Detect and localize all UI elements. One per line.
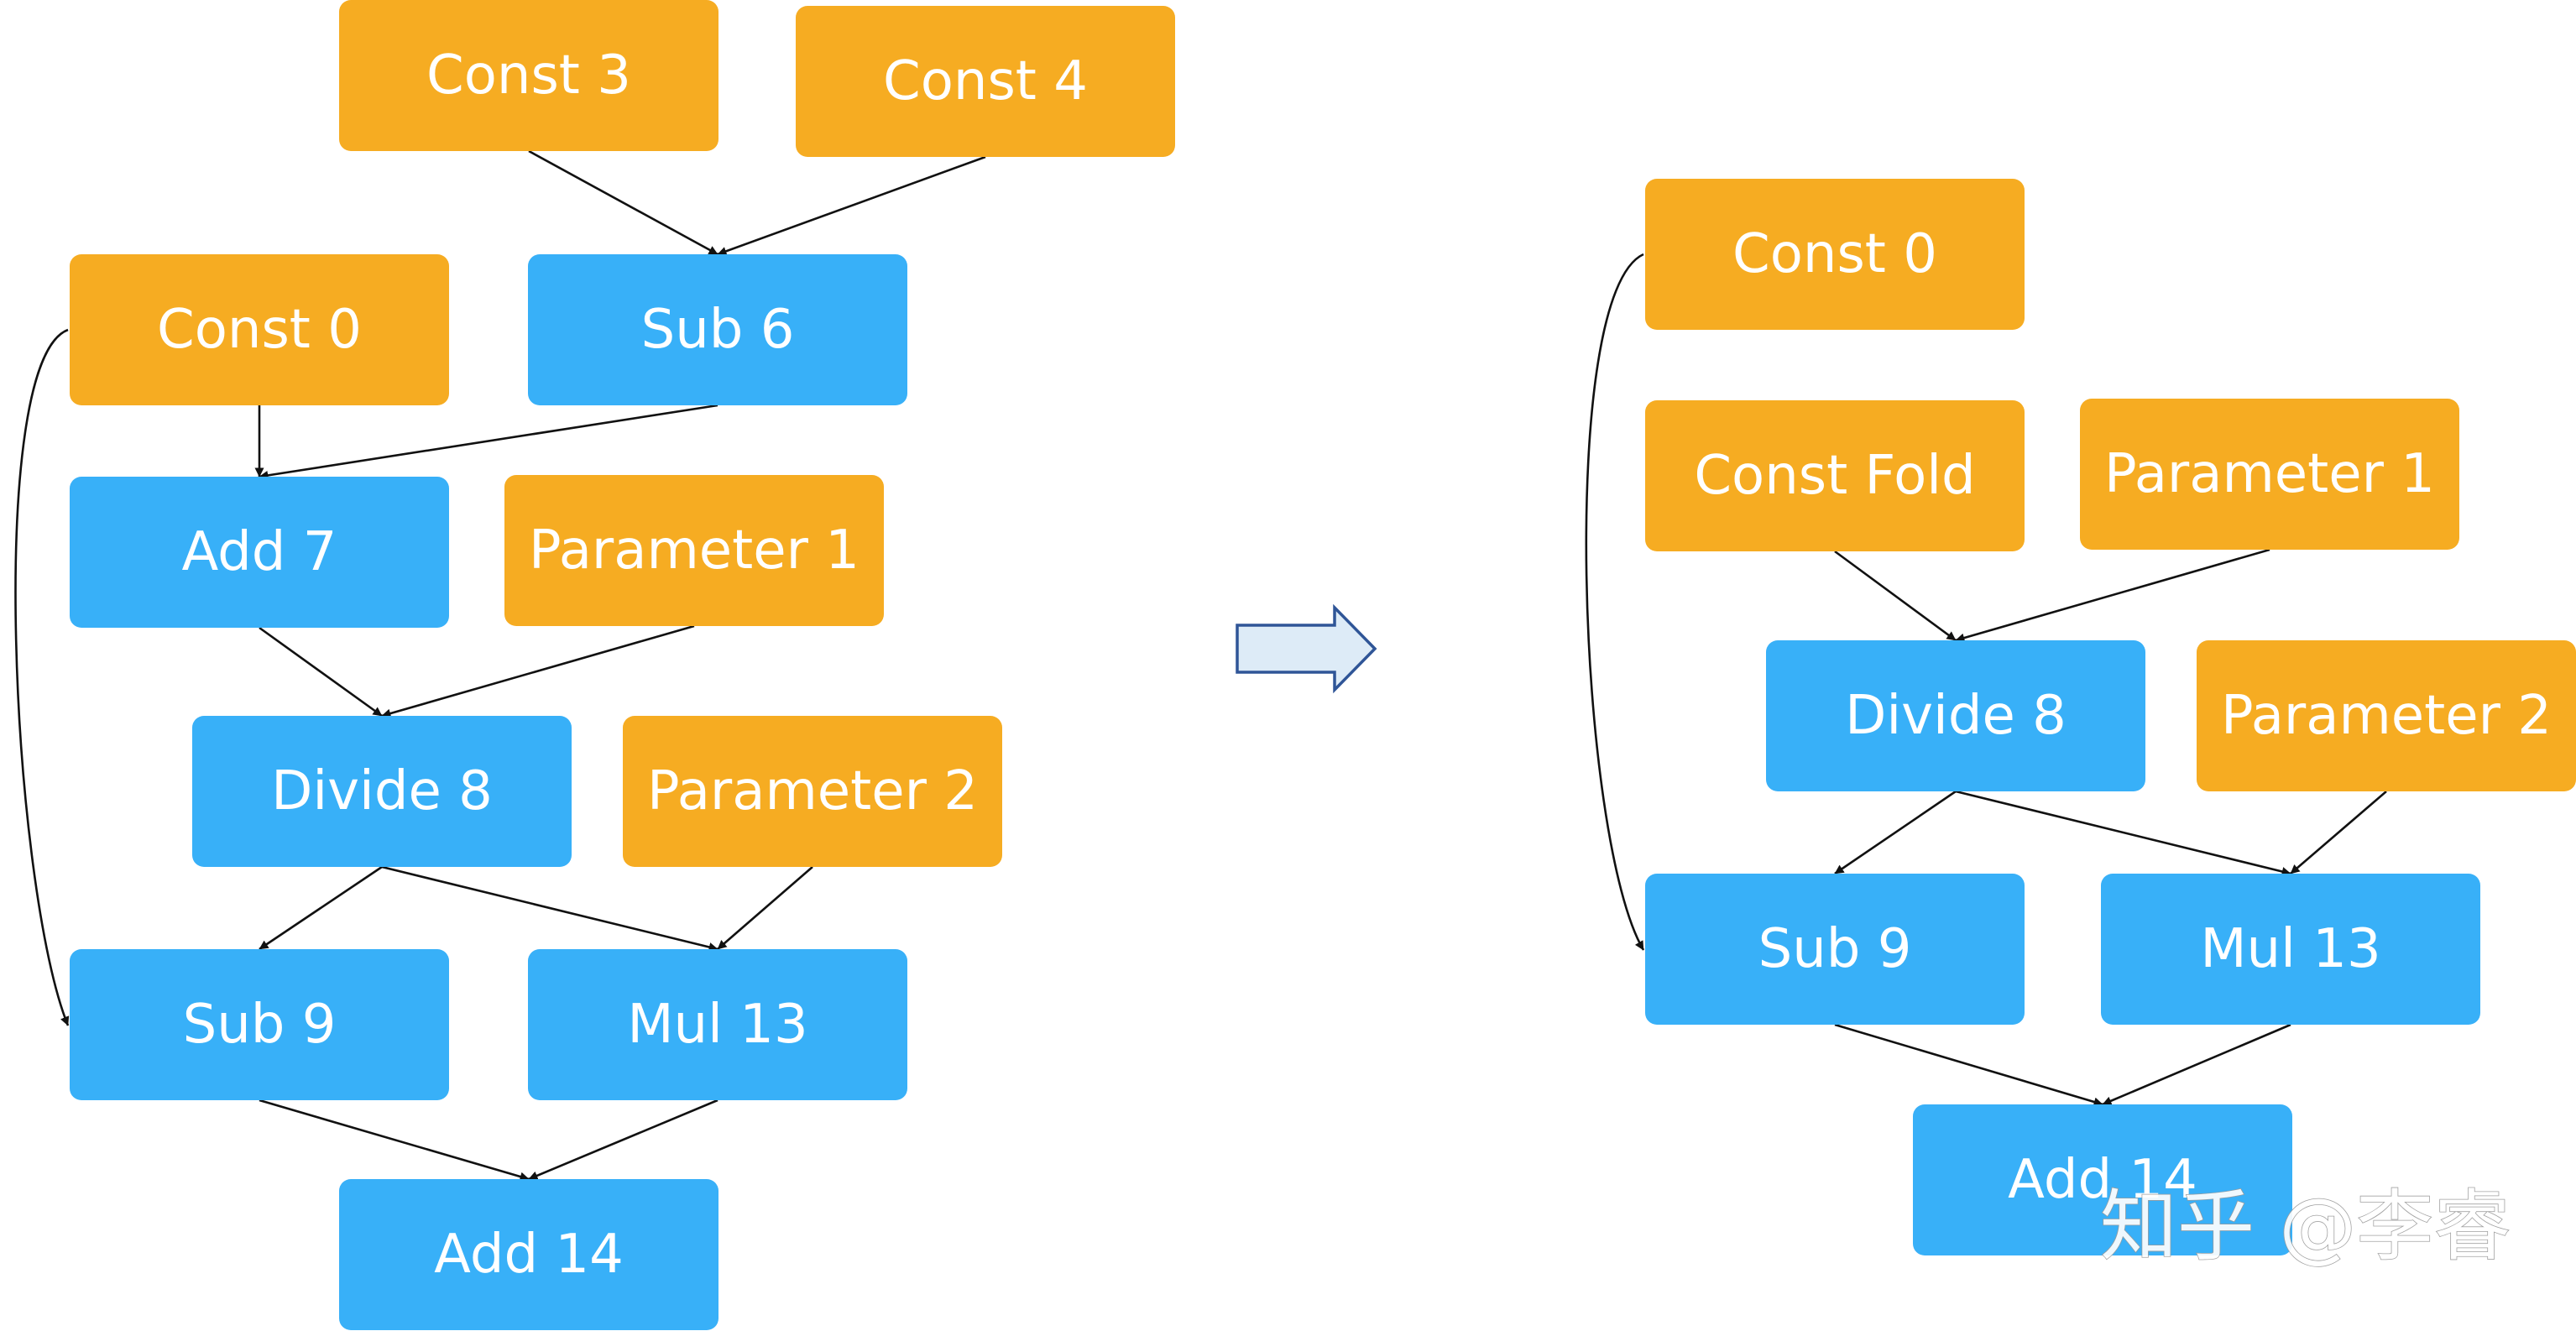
edge-b-mul13-to-b-add14 (528, 1099, 718, 1181)
node-a-param2: Parameter 2 (2197, 640, 2576, 791)
edge-b-param2-to-b-mul13 (717, 866, 813, 950)
edge-b-const0-to-b-sub9 (14, 328, 70, 1026)
node-a-add14: Add 14 (1913, 1104, 2292, 1255)
node-box (70, 254, 449, 405)
after-graph-edges (1585, 253, 2387, 1107)
node-a-param1: Parameter 1 (2080, 399, 2459, 550)
node-label: Sub 9 (1758, 918, 1912, 980)
node-box (339, 0, 718, 151)
edge-a-mul13-to-a-add14 (2102, 1023, 2291, 1106)
edge-b-const3-to-b-sub6 (528, 149, 718, 256)
node-box (2101, 874, 2480, 1025)
edge-b-sub6-to-b-add7 (259, 404, 718, 480)
node-b-param2: Parameter 2 (623, 716, 1002, 867)
edge-a-constfold-to-a-divide8 (1834, 550, 1957, 642)
node-label: Add 7 (182, 521, 337, 583)
edge-b-const4-to-b-sub6 (717, 155, 986, 256)
edge-b-divide8-to-b-sub9 (259, 865, 383, 951)
node-a-sub9: Sub 9 (1645, 874, 2025, 1025)
node-box (70, 949, 449, 1100)
node-label: Const 4 (883, 50, 1088, 112)
node-box (2197, 640, 2576, 791)
node-label: Divide 8 (271, 760, 493, 822)
node-box (1766, 640, 2145, 791)
edge-b-sub9-to-b-add14 (259, 1099, 530, 1182)
node-label: Parameter 1 (2104, 443, 2435, 505)
node-label: Const 0 (1732, 223, 1937, 285)
node-b-divide8: Divide 8 (192, 716, 572, 867)
watermark: 知乎 @李睿 (2100, 1182, 2511, 1271)
node-label: Const 0 (157, 299, 362, 361)
node-label: Sub 9 (183, 994, 337, 1056)
before-graph: Const 3 Const 4 Const 0 Sub 6 Add 7 Parameter… (70, 0, 1175, 1330)
node-label: Divide 8 (1845, 685, 2067, 747)
edge-a-sub9-to-a-add14 (1834, 1023, 2103, 1107)
node-label: Mul 13 (627, 994, 807, 1056)
node-b-param1: Parameter 1 (504, 475, 884, 626)
node-box (1645, 179, 2025, 330)
node-b-const0: Const 0 (70, 254, 449, 405)
node-label: Const 3 (426, 44, 631, 107)
edge-b-param1-to-b-divide8 (381, 624, 695, 718)
node-box (2080, 399, 2459, 550)
edge-a-divide8-to-a-sub9 (1834, 790, 1957, 875)
node-box (796, 6, 1175, 157)
node-box (192, 716, 572, 867)
node-box (623, 716, 1002, 867)
node-a-constfold: Const Fold (1645, 400, 2025, 551)
node-box (70, 477, 449, 628)
node-box (528, 254, 907, 405)
edge-a-const0-to-a-sub9 (1585, 253, 1645, 951)
node-a-const0: Const 0 (1645, 179, 2025, 330)
node-box (1645, 400, 2025, 551)
before-graph-edges (14, 149, 986, 1182)
node-b-add7: Add 7 (70, 477, 449, 628)
after-graph: Const 0 Const Fold Parameter 1 Divide 8 Para… (1645, 179, 2576, 1255)
edge-a-param2-to-a-mul13 (2290, 791, 2387, 874)
node-b-sub6: Sub 6 (528, 254, 907, 405)
node-label: Parameter 2 (647, 760, 978, 822)
node-label: Add 14 (434, 1224, 624, 1286)
node-b-sub9: Sub 9 (70, 949, 449, 1100)
node-b-const4: Const 4 (796, 6, 1175, 157)
node-a-mul13: Mul 13 (2101, 874, 2480, 1025)
edge-a-param1-to-a-divide8 (1955, 548, 2270, 643)
node-label: Parameter 2 (2221, 685, 2552, 747)
node-box (339, 1179, 718, 1330)
node-a-divide8: Divide 8 (1766, 640, 2145, 791)
node-box (1645, 874, 2025, 1025)
node-label: Sub 6 (641, 299, 795, 361)
transform-right-arrow-icon (1236, 603, 1377, 694)
edge-b-add7-to-b-divide8 (259, 626, 383, 718)
node-box (504, 475, 884, 626)
node-box (528, 949, 907, 1100)
node-b-add14: Add 14 (339, 1179, 718, 1330)
node-b-const3: Const 3 (339, 0, 718, 151)
node-label: Mul 13 (2200, 918, 2380, 980)
edge-a-divide8-to-a-mul13 (1955, 790, 2291, 876)
node-label: Const Fold (1694, 445, 1975, 507)
node-label: Add 14 (2008, 1149, 2197, 1211)
node-box (1913, 1104, 2292, 1255)
node-label: Parameter 1 (529, 519, 860, 582)
node-b-mul13: Mul 13 (528, 949, 907, 1100)
edge-b-divide8-to-b-mul13 (381, 865, 718, 952)
